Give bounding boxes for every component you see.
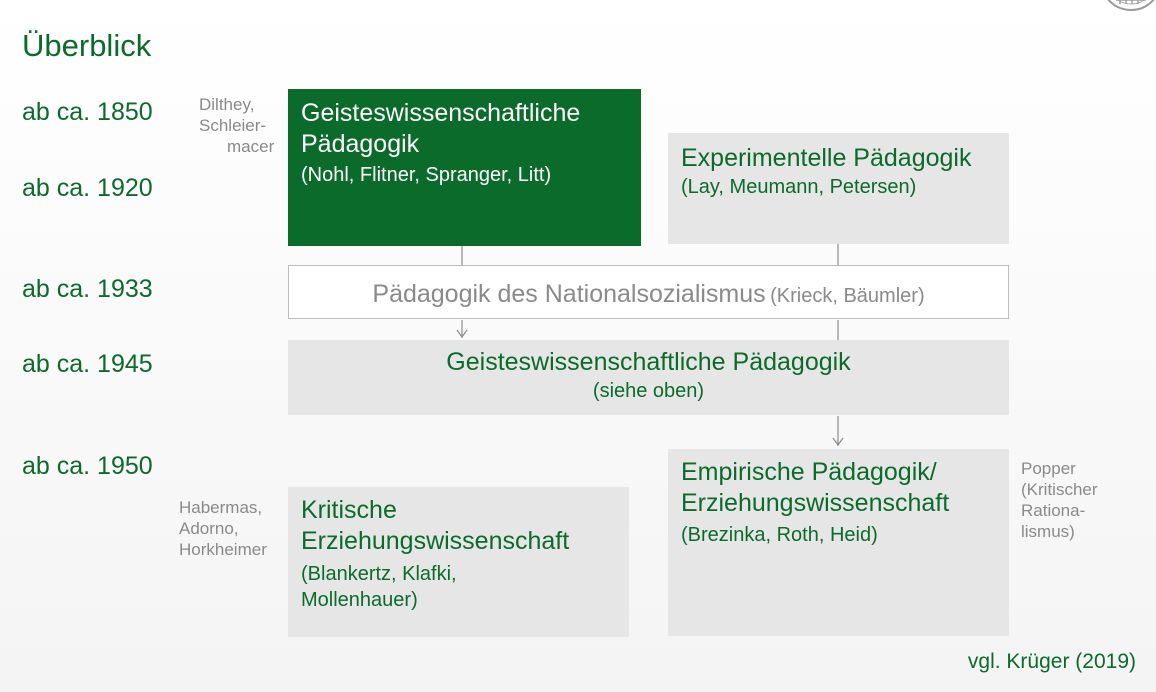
year-label-1933: ab ca. 1933 xyxy=(22,275,153,303)
box-subtitle: Mollenhauer) xyxy=(301,589,418,611)
person-line: Popper xyxy=(1021,459,1076,478)
box-title: Empirische Pädagogik/ xyxy=(681,458,937,486)
box-title: Pädagogik xyxy=(301,130,420,158)
box-subtitle: (siehe oben) xyxy=(592,380,705,402)
box-title: Geisteswissenschaftliche Pädagogik xyxy=(446,348,851,376)
person-line: Horkheimer xyxy=(179,540,267,559)
persons-dilthey: Dilthey, Schleier- macer xyxy=(199,94,274,157)
box-empirische-paedagogik: Empirische Pädagogik/ Erziehungswissensc… xyxy=(668,449,1009,636)
box-subtitle: (Brezinka, Roth, Heid) xyxy=(681,524,878,546)
box-subtitle: (Blankertz, Klafki, xyxy=(301,563,457,585)
box-geisteswissenschaftliche-paedagogik: Geisteswissenschaftliche Pädagogik (Nohl… xyxy=(288,89,641,246)
box-title: Erziehungswissenschaft xyxy=(681,489,950,517)
box-title: Experimentelle Pädagogik xyxy=(681,144,972,172)
person-line: Dilthey, xyxy=(199,95,255,114)
year-label-1850: ab ca. 1850 xyxy=(22,98,153,126)
box-nationalsozialismus: Pädagogik des Nationalsozialismus (Kriec… xyxy=(288,265,1009,319)
box-title: Pädagogik des Nationalsozialismus xyxy=(372,280,766,308)
person-line: lismus) xyxy=(1021,522,1075,541)
box-title: Kritische xyxy=(301,496,397,524)
box-title: Erziehungswissenschaft xyxy=(301,527,570,555)
year-label-1950: ab ca. 1950 xyxy=(22,452,153,480)
person-line: macer xyxy=(227,137,275,156)
university-seal-logo xyxy=(1107,0,1155,11)
person-line: Habermas, xyxy=(179,498,263,517)
persons-popper: Popper (Kritischer Rationa- lismus) xyxy=(1021,458,1098,542)
page-title: Überblick xyxy=(22,28,152,63)
person-line: (Kritischer xyxy=(1021,480,1098,499)
box-geisteswissenschaftliche-paedagogik-2: Geisteswissenschaftliche Pädagogik (sieh… xyxy=(288,340,1009,415)
box-title: Geisteswissenschaftliche xyxy=(301,99,581,127)
arrow-head-icon xyxy=(456,329,468,339)
arrow-head-icon xyxy=(832,437,844,447)
persons-habermas: Habermas, Adorno, Horkheimer xyxy=(179,497,267,560)
source-citation: vgl. Krüger (2019) xyxy=(967,650,1136,673)
box-experimentelle-paedagogik: Experimentelle Pädagogik (Lay, Meumann, … xyxy=(668,133,1009,244)
box-subtitle: (Nohl, Flitner, Spranger, Litt) xyxy=(301,164,552,186)
year-label-1945: ab ca. 1945 xyxy=(22,350,153,378)
box-subtitle: (Lay, Meumann, Petersen) xyxy=(681,176,917,198)
person-line: Adorno, xyxy=(179,519,239,538)
box-kritische-erziehungswissenschaft: Kritische Erziehungswissenschaft (Blanke… xyxy=(288,487,629,637)
person-line: Rationa- xyxy=(1021,501,1086,520)
person-line: Schleier- xyxy=(199,116,267,135)
year-label-1920: ab ca. 1920 xyxy=(22,174,153,202)
box-subtitle: (Krieck, Bäumler) xyxy=(770,285,925,307)
